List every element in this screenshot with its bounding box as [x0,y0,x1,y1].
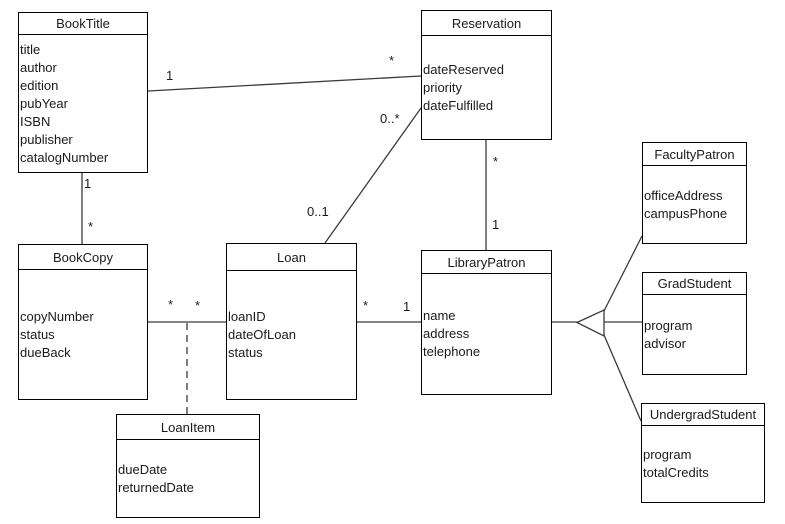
multiplicity-label: 0..1 [307,204,329,219]
generalization-line-facultypatron [603,235,643,312]
class-reservation-name: Reservation [422,11,551,36]
class-loanitem-attributes: dueDate returnedDate [117,440,259,517]
class-booktitle-attributes: title author edition pubYear ISBN publis… [19,35,147,172]
class-reservation-attributes: dateReserved priority dateFulfilled [422,36,551,139]
class-facultypatron: FacultyPatron officeAddress campusPhone [642,142,747,244]
association-line-loan-reservation [324,107,422,244]
attribute: dateFulfilled [423,97,494,113]
attribute: catalogNumber [20,149,109,165]
attribute: publisher [20,131,73,147]
class-bookcopy: BookCopy copyNumber status dueBack [18,244,148,400]
attribute: address [423,326,470,341]
multiplicity-label: 0..* [380,111,400,126]
attribute: advisor [644,335,686,351]
class-bookcopy-name: BookCopy [19,245,147,270]
attribute: loanID [228,309,266,324]
class-librarypatron: LibraryPatron name address telephone [421,250,552,395]
attribute: dueBack [20,344,71,360]
class-gradstudent-attributes: program advisor [643,295,746,374]
attribute: author [20,59,57,75]
multiplicity-label: 1 [84,176,92,191]
attribute: totalCredits [643,465,709,480]
attribute: ISBN [20,113,51,129]
attribute: program [644,317,693,333]
attribute: program [643,447,692,462]
multiplicity-label: 1 [166,68,174,83]
association-line-booktitle-reservation [147,75,422,92]
attribute: status [228,345,263,360]
attribute: dateOfLoan [228,327,296,342]
class-loan-attributes: loanID dateOfLoan status [227,271,356,399]
class-librarypatron-attributes: name address telephone [422,274,551,394]
class-booktitle-name: BookTitle [19,13,147,35]
multiplicity-label: * [88,219,94,234]
attribute: pubYear [20,95,68,111]
generalization-triangle-icon [575,308,605,338]
class-loanitem-name: LoanItem [117,415,259,440]
class-loanitem: LoanItem dueDate returnedDate [116,414,260,518]
class-gradstudent: GradStudent program advisor [642,272,747,375]
attribute: dateReserved [423,61,504,77]
attribute: priority [423,79,463,95]
class-bookcopy-attributes: copyNumber status dueBack [19,270,147,399]
attribute: status [20,326,55,342]
attribute: returnedDate [118,479,194,495]
multiplicity-label: * [363,298,369,313]
class-facultypatron-attributes: officeAddress campusPhone [643,166,746,243]
class-reservation: Reservation dateReserved priority dateFu… [421,10,552,140]
attribute: title [20,41,41,57]
class-librarypatron-name: LibraryPatron [422,251,551,274]
attribute: dueDate [118,461,168,477]
class-gradstudent-name: GradStudent [643,273,746,295]
class-undergradstudent: UndergradStudent program totalCredits [641,403,765,503]
multiplicity-label: 1 [492,217,500,232]
attribute: officeAddress [644,187,723,203]
attribute: name [423,308,456,323]
attribute: edition [20,77,59,93]
attribute: campusPhone [644,205,728,221]
class-facultypatron-name: FacultyPatron [643,143,746,166]
class-booktitle: BookTitle title author edition pubYear I… [18,12,148,173]
multiplicity-label: * [389,53,395,68]
multiplicity-label: * [195,298,201,313]
generalization-line-undergradstudent [603,334,642,422]
attribute: copyNumber [20,308,94,324]
attribute: telephone [423,344,481,359]
class-undergradstudent-attributes: program totalCredits [642,426,764,502]
multiplicity-label: 1 [403,299,411,314]
multiplicity-label: * [493,154,499,169]
multiplicity-label: * [168,297,174,312]
class-loan-name: Loan [227,244,356,271]
class-loan: Loan loanID dateOfLoan status [226,243,357,400]
class-undergradstudent-name: UndergradStudent [642,404,764,426]
